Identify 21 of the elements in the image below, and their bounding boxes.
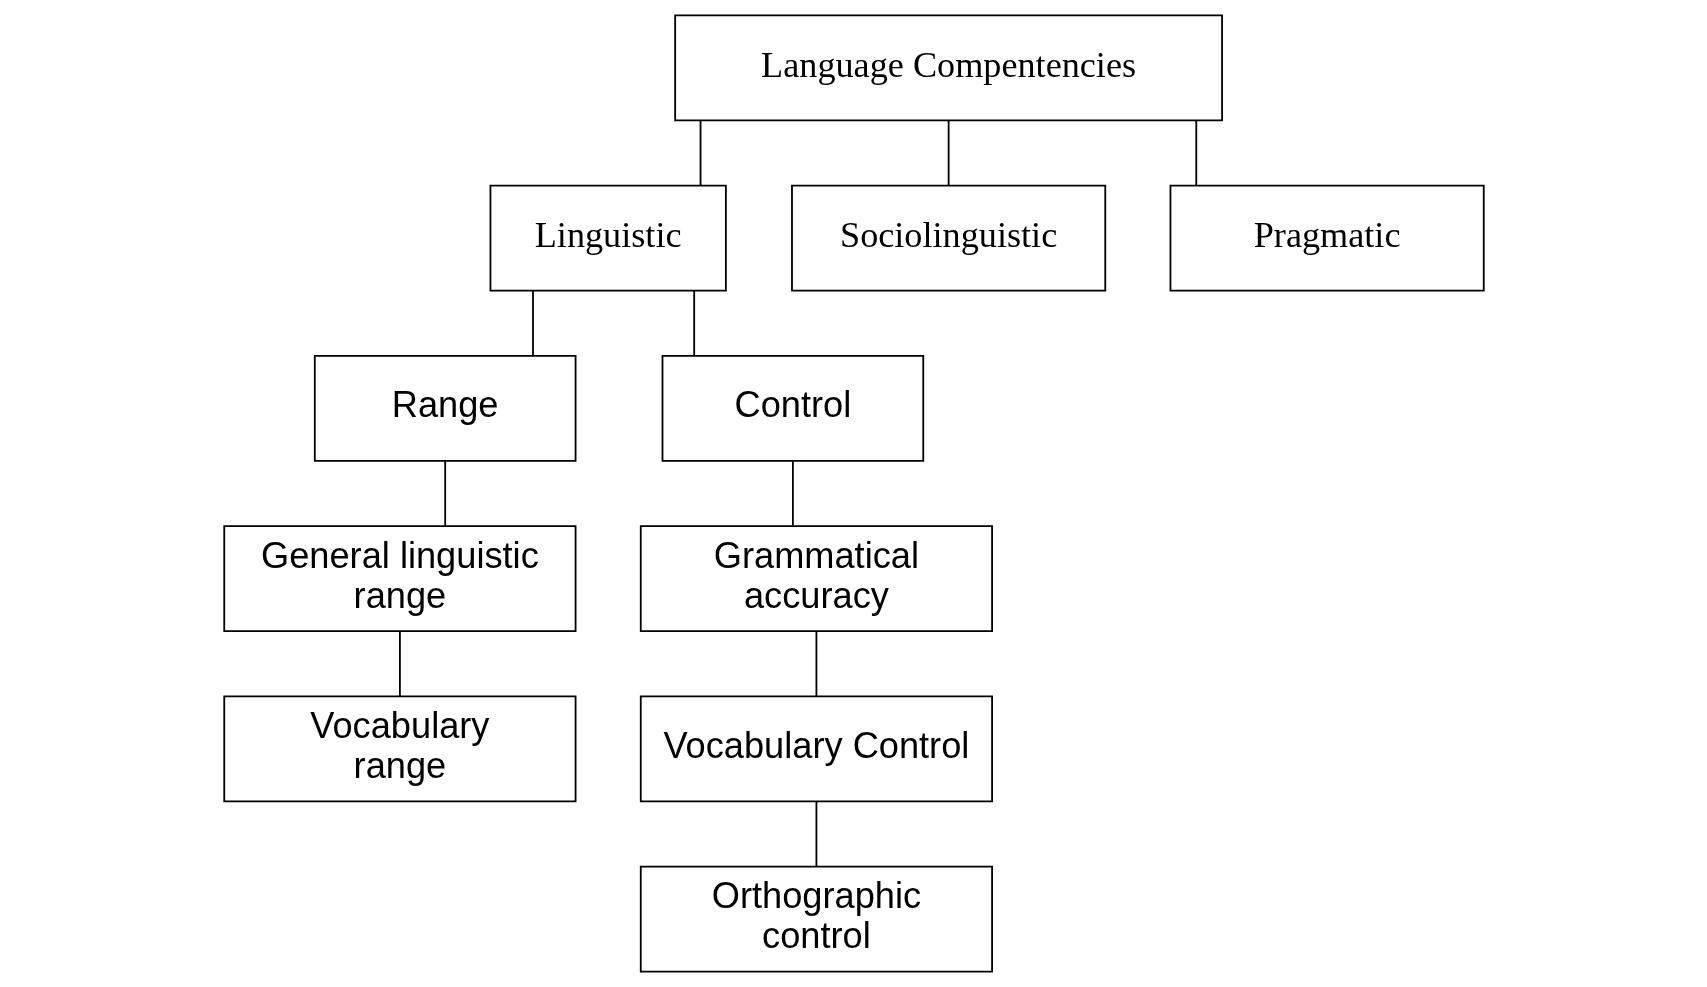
node-box: Grammatical accuracy xyxy=(639,525,993,633)
connector xyxy=(699,119,701,187)
node-box: Vocabulary range xyxy=(222,695,576,803)
connector xyxy=(398,630,401,697)
node-box: Vocabulary Control xyxy=(639,695,993,803)
node-box: Control xyxy=(661,354,924,462)
connector xyxy=(1194,119,1197,187)
connector xyxy=(443,460,446,527)
node-box: General linguistic range xyxy=(222,525,576,633)
connector xyxy=(692,290,695,357)
connector xyxy=(947,119,950,187)
connector xyxy=(815,800,817,868)
node-box: Sociolinguistic xyxy=(790,184,1106,292)
connector xyxy=(815,630,817,697)
node-box: Linguistic xyxy=(489,184,727,292)
node-box: Language Compentencies xyxy=(673,14,1223,122)
node-box: Pragmatic xyxy=(1169,184,1485,292)
node-box: Orthographic control xyxy=(639,865,993,973)
node-box: Range xyxy=(313,354,576,462)
connector xyxy=(791,460,794,527)
connector xyxy=(531,290,534,357)
